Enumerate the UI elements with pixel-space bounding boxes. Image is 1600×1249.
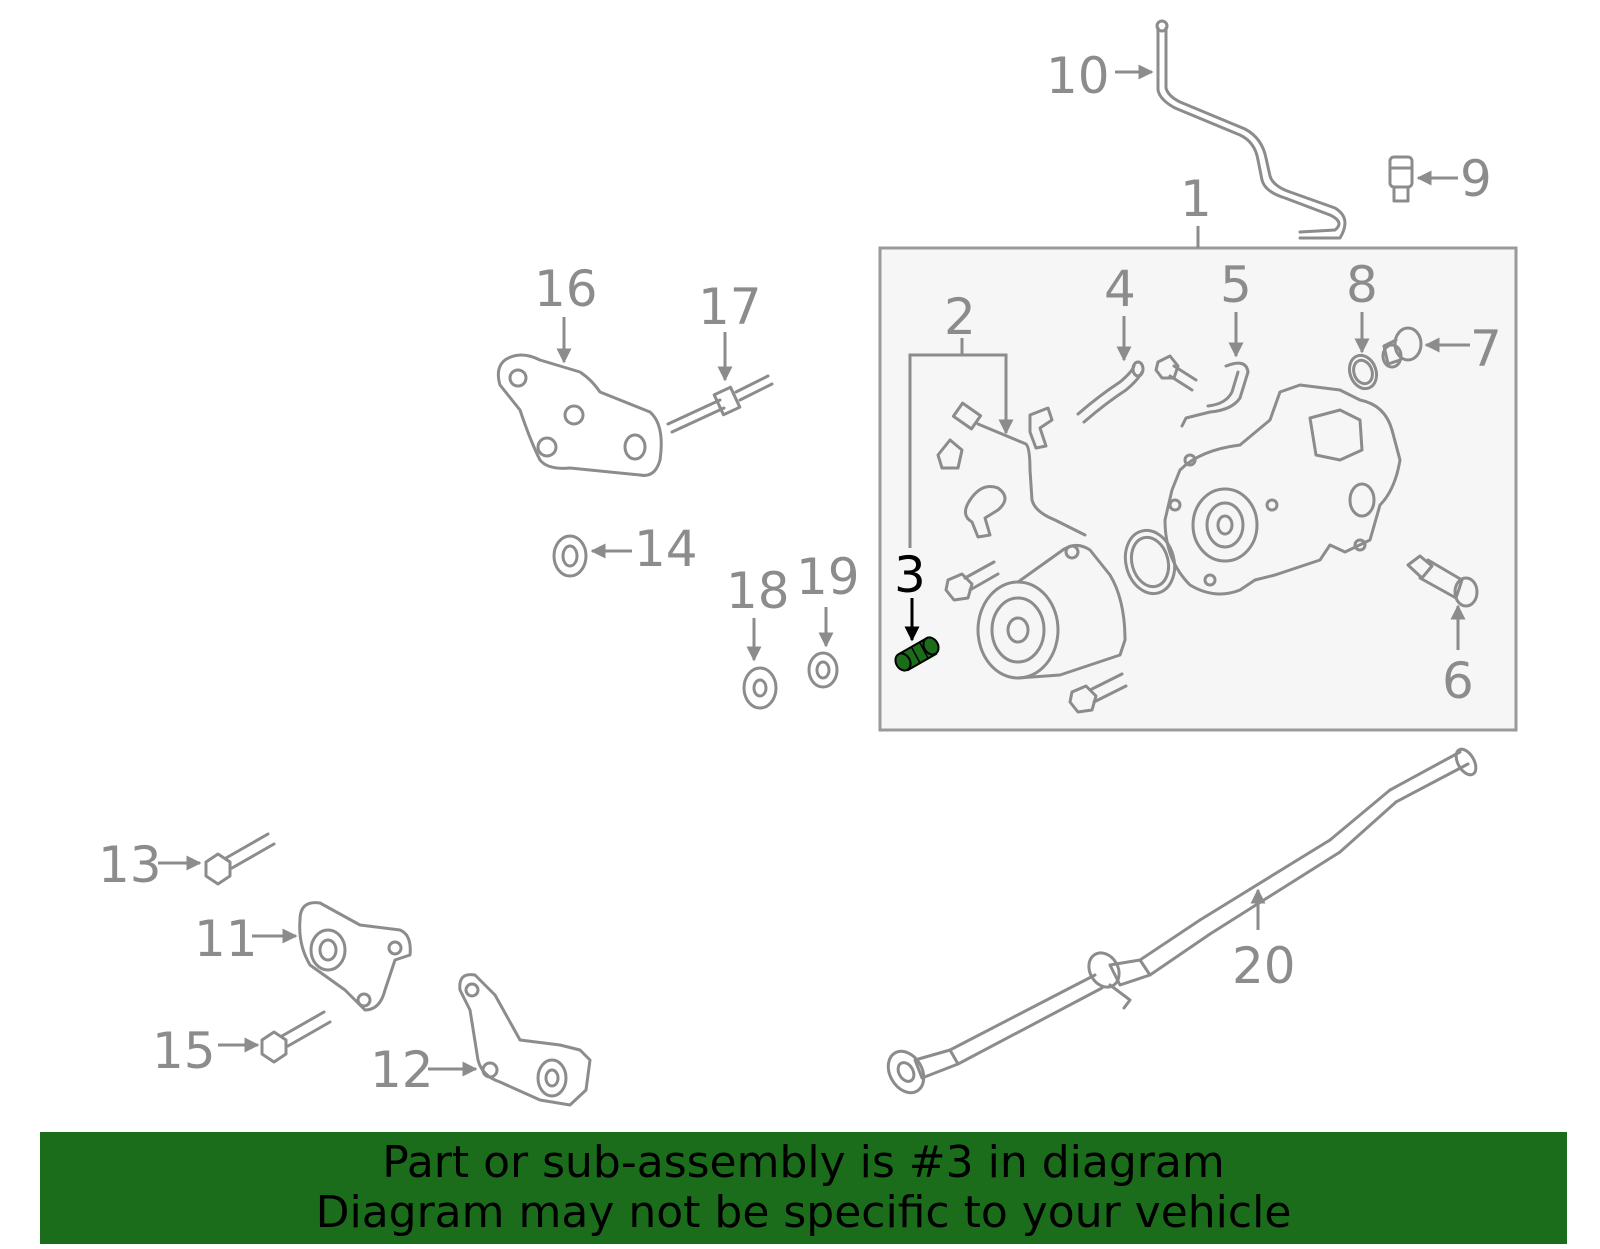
part-2-harness[interactable] xyxy=(936,401,1087,539)
part-4-hose[interactable] xyxy=(1076,360,1145,424)
callout-15: 15 xyxy=(152,1022,216,1080)
part-14-nut[interactable] xyxy=(552,534,588,578)
banner-line-2: Diagram may not be specific to your vehi… xyxy=(315,1187,1292,1238)
callout-16: 16 xyxy=(534,260,598,318)
bolt-top[interactable] xyxy=(1154,354,1198,392)
callout-1: 1 xyxy=(1180,170,1212,228)
callout-11: 11 xyxy=(194,910,258,968)
part-17-stud-bolt[interactable] xyxy=(666,374,774,434)
callout-13: 13 xyxy=(98,836,162,894)
part-12-mount[interactable] xyxy=(458,973,592,1107)
coupling-housing[interactable] xyxy=(976,544,1127,680)
callout-12: 12 xyxy=(370,1041,434,1099)
part-9-vent-plug[interactable] xyxy=(1388,155,1414,203)
part-3-sleeve-highlighted[interactable] xyxy=(892,635,941,674)
differential-housing[interactable] xyxy=(1163,383,1402,596)
part-11-bracket[interactable] xyxy=(298,901,412,1012)
part-18-washer[interactable] xyxy=(742,666,778,710)
callout-10: 10 xyxy=(1046,47,1110,105)
callout-19: 19 xyxy=(796,548,860,606)
callout-14: 14 xyxy=(634,520,698,578)
part-16-mount-bracket[interactable] xyxy=(496,353,663,477)
part-5-pipe[interactable] xyxy=(1180,361,1250,428)
callout-18: 18 xyxy=(726,562,790,620)
info-banner: Part or sub-assembly is #3 in diagram Di… xyxy=(40,1132,1567,1244)
part-19-nut[interactable] xyxy=(807,651,839,689)
part-6-sensor[interactable] xyxy=(1406,554,1479,608)
callout-2: 2 xyxy=(944,288,976,346)
callout-17: 17 xyxy=(698,278,762,336)
callout-4: 4 xyxy=(1104,260,1136,318)
bolt-bottom[interactable] xyxy=(1068,672,1128,714)
callout-20: 20 xyxy=(1232,937,1296,995)
part-15-bolt[interactable] xyxy=(260,1010,332,1064)
callout-3: 3 xyxy=(894,546,926,604)
callout-7: 7 xyxy=(1470,320,1502,378)
bolt-left[interactable] xyxy=(944,560,1000,602)
callout-8: 8 xyxy=(1346,256,1378,314)
callout-5: 5 xyxy=(1220,256,1252,314)
part-13-bolt[interactable] xyxy=(204,832,276,886)
seal-ring[interactable] xyxy=(1119,525,1182,599)
part-10-breather-tube[interactable] xyxy=(1155,19,1347,240)
part-20-propeller-shaft[interactable] xyxy=(881,746,1480,1099)
banner-line-1: Part or sub-assembly is #3 in diagram xyxy=(382,1137,1225,1188)
part-7-plug[interactable] xyxy=(1381,326,1423,369)
part-8-o-ring[interactable] xyxy=(1345,352,1381,393)
callout-6: 6 xyxy=(1442,652,1474,710)
callout-9: 9 xyxy=(1460,150,1492,208)
